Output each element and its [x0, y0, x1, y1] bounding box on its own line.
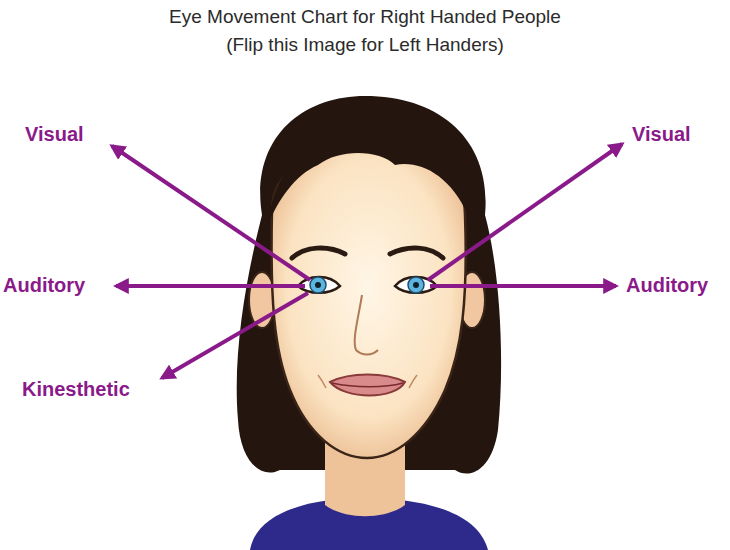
direction-label: Visual	[25, 123, 84, 146]
chart-subtitle: (Flip this Image for Left Handers)	[0, 34, 730, 56]
direction-label: Auditory	[3, 274, 85, 297]
eye-arrows	[112, 144, 622, 378]
chart-title: Eye Movement Chart for Right Handed Peop…	[0, 6, 730, 28]
direction-label: Auditory	[626, 274, 708, 297]
direction-label: Visual	[632, 123, 691, 146]
direction-label: Kinesthetic	[22, 378, 130, 401]
